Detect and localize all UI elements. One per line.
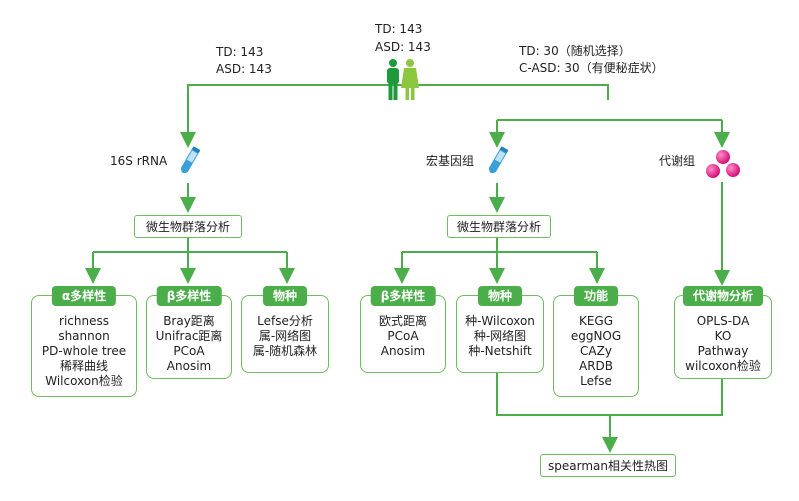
list-item: OPLS-DA [696, 314, 750, 328]
community-analysis-box-16s: 微生物群落分析 [134, 215, 242, 238]
species-card-16s: 物种 Lefse分析 属-网络图 属-随机森林 [241, 286, 329, 373]
list-item: Wilcoxon检验 [45, 374, 123, 388]
list-item: 属-网络图 [258, 329, 312, 343]
center-asd-count: ASD: 143 [375, 40, 431, 54]
right-td-count: TD: 30（随机选择） [519, 44, 631, 58]
list-item: 属-随机森林 [252, 344, 318, 358]
list-item: CAZy [580, 344, 612, 358]
list-item: PD-whole tree [41, 344, 127, 358]
list-item: eggNOG [570, 329, 622, 343]
metabolite-molecules-icon [706, 150, 740, 178]
spearman-heatmap-box: spearman相关性热图 [540, 454, 676, 477]
right-casd-count: C-ASD: 30（有便秘症状） [519, 61, 664, 75]
list-item: Pathway [697, 344, 749, 358]
card-title: β多样性 [156, 286, 222, 306]
list-item: wilcoxon检验 [685, 359, 761, 373]
left-asd-count: ASD: 143 [216, 62, 272, 76]
left-td-count: TD: 143 [216, 45, 264, 59]
alpha-diversity-card: α多样性 richness shannon PD-whole tree 稀释曲线… [31, 286, 137, 397]
card-title: β多样性 [370, 286, 436, 306]
metabolome-label: 代谢组 [659, 154, 696, 168]
list-item: Lefse [580, 374, 612, 388]
list-item: Bray距离 [163, 314, 215, 328]
list-item: shannon [58, 329, 110, 343]
test-tube-icon [488, 146, 509, 174]
card-title: α多样性 [51, 286, 117, 306]
list-item: 种-Wilcoxon [465, 314, 535, 328]
people-icon [387, 59, 419, 100]
card-title: 功能 [573, 286, 619, 306]
list-item: 种-Netshift [468, 344, 532, 358]
list-item: 种-网络图 [473, 329, 527, 343]
card-title: 代谢物分析 [682, 286, 764, 306]
community-analysis-box-metagenome: 微生物群落分析 [447, 215, 551, 238]
center-td-count: TD: 143 [375, 22, 423, 36]
function-card: 功能 KEGG eggNOG CAZy ARDB Lefse [553, 286, 639, 397]
list-item: 欧式距离 [378, 314, 427, 328]
test-tube-icon [180, 146, 201, 174]
list-item: ARDB [578, 359, 614, 373]
list-item: 稀释曲线 [59, 359, 108, 373]
list-item: KEGG [578, 314, 614, 328]
list-item: Lefse分析 [257, 314, 313, 328]
list-item: Unifrac距离 [155, 329, 223, 343]
rrna-label: 16S rRNA [110, 154, 168, 168]
list-item: Anosim [380, 344, 426, 358]
metagenome-label: 宏基因组 [426, 154, 475, 168]
card-title: 物种 [262, 286, 308, 306]
list-item: richness [59, 314, 109, 328]
list-item: Anosim [166, 359, 212, 373]
list-item: KO [714, 329, 732, 343]
species-card-metagenome: 物种 种-Wilcoxon 种-网络图 种-Netshift [456, 286, 544, 373]
list-item: PCoA [387, 329, 419, 343]
card-title: 物种 [477, 286, 523, 306]
metabolite-analysis-card: 代谢物分析 OPLS-DA KO Pathway wilcoxon检验 [674, 286, 772, 379]
list-item: PCoA [173, 344, 205, 358]
beta-diversity-card-16s: β多样性 Bray距离 Unifrac距离 PCoA Anosim [146, 286, 232, 379]
beta-diversity-card-metagenome: β多样性 欧式距离 PCoA Anosim [360, 286, 446, 373]
